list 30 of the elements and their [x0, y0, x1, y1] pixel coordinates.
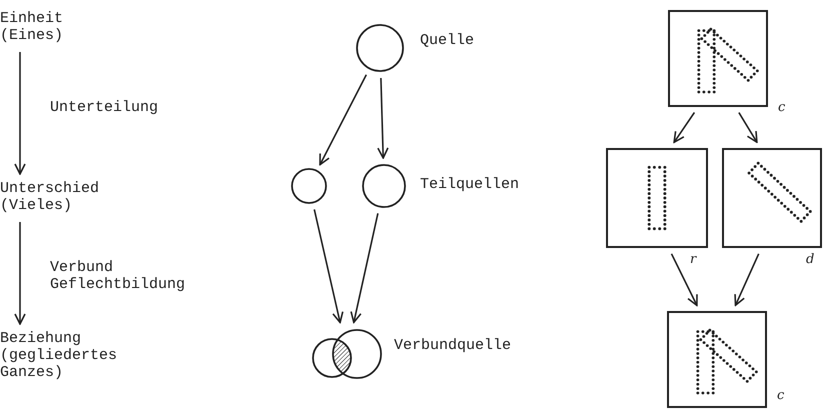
- overlapping-circles-node: [312, 328, 382, 378]
- edge-label: Verbund Geflechtbildung: [50, 259, 186, 293]
- circle-node: [356, 24, 404, 72]
- concept-text: Beziehung (gegliedertes Ganzes): [0, 330, 120, 381]
- node-caption: Quelle: [420, 32, 474, 49]
- node-caption: Teilquellen: [420, 176, 520, 193]
- arrow: [670, 253, 698, 306]
- frame-box: [668, 10, 768, 107]
- arrow: [314, 209, 344, 324]
- arrow: [319, 74, 368, 166]
- frame-letter: c: [777, 388, 784, 403]
- concept-text: Einheit (Eines): [0, 10, 100, 44]
- frame-letter: d: [806, 252, 814, 267]
- arrow: [14, 52, 26, 175]
- circle-node: [291, 168, 327, 204]
- frame-box: [606, 148, 708, 248]
- edge-label: Unterteilung: [50, 99, 158, 116]
- arrow: [350, 213, 379, 324]
- concept-text: Unterschied (Vieles): [0, 180, 100, 214]
- node-caption: Verbundquelle: [394, 337, 512, 354]
- frame-letter: r: [690, 252, 696, 267]
- circle-node: [362, 164, 406, 208]
- arrow: [734, 253, 760, 306]
- arrow: [377, 78, 389, 159]
- arrow: [738, 112, 758, 143]
- frame-box: [722, 148, 822, 248]
- frame-letter: c: [778, 100, 786, 115]
- frame-box: [667, 311, 767, 408]
- arrow: [14, 222, 26, 325]
- arrow: [673, 112, 696, 144]
